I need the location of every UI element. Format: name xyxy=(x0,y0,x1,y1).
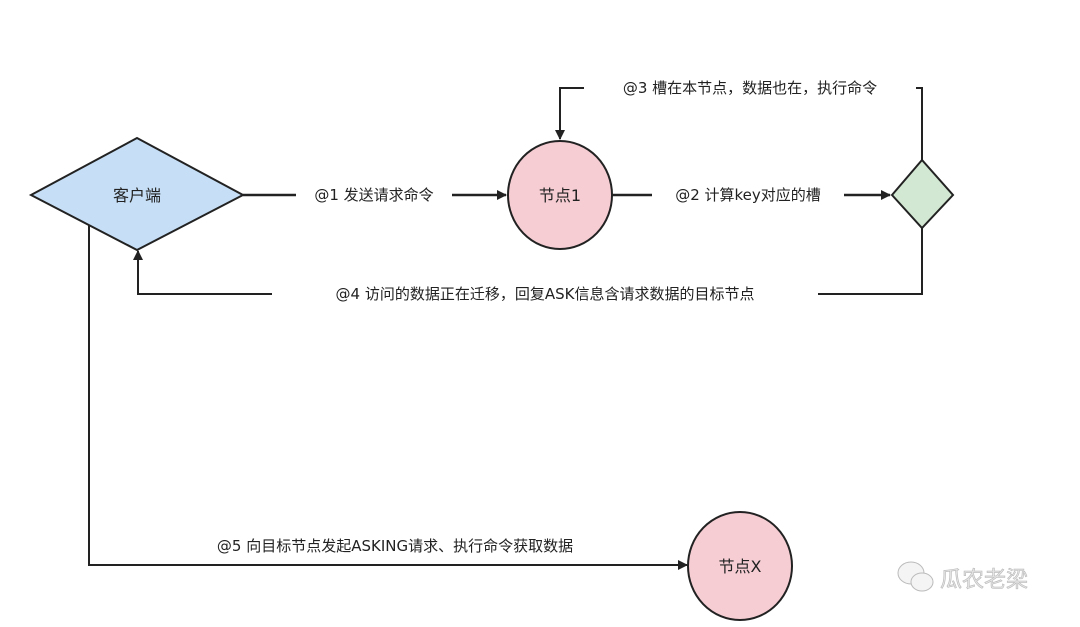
edge-label-4: @4 访问的数据正在迁移，回复ASK信息含请求数据的目标节点 xyxy=(336,285,755,303)
edge-compute-slot: @2 计算key对应的槽 xyxy=(612,183,891,207)
node-1-label: 节点1 xyxy=(539,186,581,205)
wechat-icon xyxy=(897,561,934,592)
edge-execute-local: @3 槽在本节点，数据也在，执行命令 xyxy=(555,76,923,160)
client-label: 客户端 xyxy=(113,186,161,205)
client-node: 客户端 xyxy=(28,136,246,252)
edge-label-2: @2 计算key对应的槽 xyxy=(675,186,821,204)
edge-asking-request: @5 向目标节点发起ASKING请求、执行命令获取数据 xyxy=(88,225,688,570)
slot-decision xyxy=(890,158,955,230)
node-1: 节点1 xyxy=(507,140,613,250)
watermark-text: 瓜农老梁 xyxy=(940,568,1028,593)
node-x-label: 节点X xyxy=(719,557,762,576)
edge-label-3: @3 槽在本节点，数据也在，执行命令 xyxy=(623,79,877,97)
edge-ask-reply: @4 访问的数据正在迁移，回复ASK信息含请求数据的目标节点 xyxy=(133,228,923,306)
edge-send-request: @1 发送请求命令 xyxy=(243,183,507,207)
edge-label-5: @5 向目标节点发起ASKING请求、执行命令获取数据 xyxy=(217,537,573,555)
watermark: 瓜农老梁 xyxy=(897,561,1028,593)
edge-label-1: @1 发送请求命令 xyxy=(314,186,433,204)
node-x: 节点X xyxy=(687,511,793,621)
